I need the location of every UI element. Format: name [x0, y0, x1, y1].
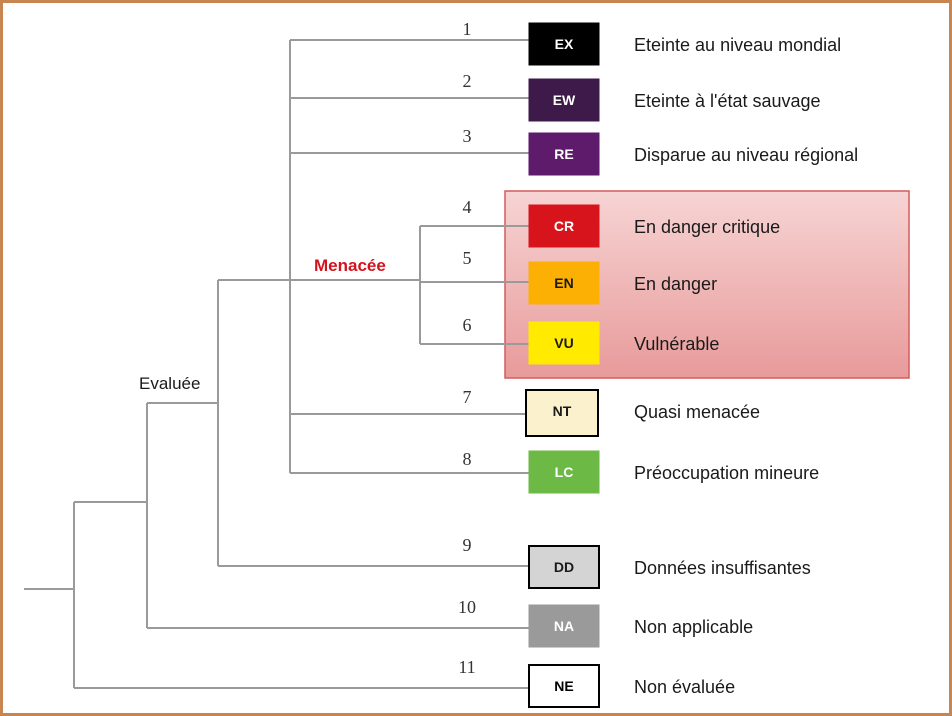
category-badge-ex	[528, 22, 600, 66]
category-label: Non évaluée	[634, 677, 735, 697]
category-badge-cr	[528, 204, 600, 248]
category-badge-vu	[528, 321, 600, 365]
evaluee-label: Evaluée	[139, 374, 200, 393]
category-label: Eteinte à l'état sauvage	[634, 91, 821, 111]
category-number: 2	[463, 71, 472, 91]
category-row-re: 3RE Disparue au niveau régional	[463, 126, 858, 176]
category-code: DD	[554, 559, 574, 575]
category-code: CR	[554, 218, 574, 234]
category-badge-na	[528, 604, 600, 648]
category-code: EX	[555, 36, 574, 52]
category-number: 3	[463, 126, 472, 146]
category-code: EW	[553, 92, 576, 108]
category-number: 9	[463, 535, 472, 555]
menacee-label: Menacée	[314, 256, 386, 275]
category-row-nt: 7NT Quasi menacée	[463, 387, 760, 437]
tree-branches	[24, 39, 530, 689]
category-code: EN	[554, 275, 573, 291]
category-number: 6	[463, 315, 472, 335]
category-code: NA	[554, 618, 574, 634]
category-row-cr: 4CR En danger critique	[463, 197, 780, 248]
category-number: 4	[463, 197, 472, 217]
category-badge-ne	[528, 664, 600, 708]
category-badge-dd	[528, 545, 600, 589]
category-label: Non applicable	[634, 617, 753, 637]
category-code: LC	[555, 464, 574, 480]
category-badge-lc	[528, 450, 600, 494]
category-number: 11	[458, 657, 475, 677]
category-code: RE	[554, 146, 573, 162]
category-row-ex: 1EX Eteinte au niveau mondial	[463, 19, 841, 66]
category-label: En danger	[634, 274, 717, 294]
category-label: Disparue au niveau régional	[634, 145, 858, 165]
category-code: NE	[554, 678, 573, 694]
category-number: 7	[463, 387, 472, 407]
category-row-vu: 6VU Vulnérable	[463, 315, 719, 365]
category-label: Quasi menacée	[634, 402, 760, 422]
category-number: 10	[458, 597, 476, 617]
category-badge-ew	[528, 78, 600, 122]
category-row-en: 5EN En danger	[463, 248, 717, 305]
category-row-dd: 9DD Données insuffisantes	[463, 535, 811, 589]
category-label: Données insuffisantes	[634, 558, 811, 578]
category-label: Eteinte au niveau mondial	[634, 35, 841, 55]
category-badge-re	[528, 132, 600, 176]
category-badge-nt	[525, 389, 599, 437]
category-number: 8	[463, 449, 472, 469]
category-label: En danger critique	[634, 217, 780, 237]
category-row-ew: 2EW Eteinte à l'état sauvage	[463, 71, 821, 122]
category-code: VU	[554, 335, 573, 351]
category-number: 1	[463, 19, 472, 39]
category-code: NT	[553, 403, 572, 419]
category-label: Préoccupation mineure	[634, 463, 819, 483]
category-rows: 1EX Eteinte au niveau mondial 2EW Eteinte à…	[458, 19, 858, 708]
category-number: 5	[463, 248, 472, 268]
category-label: Vulnérable	[634, 334, 719, 354]
category-row-lc: 8LC Préoccupation mineure	[463, 449, 819, 494]
category-badge-en	[528, 261, 600, 305]
